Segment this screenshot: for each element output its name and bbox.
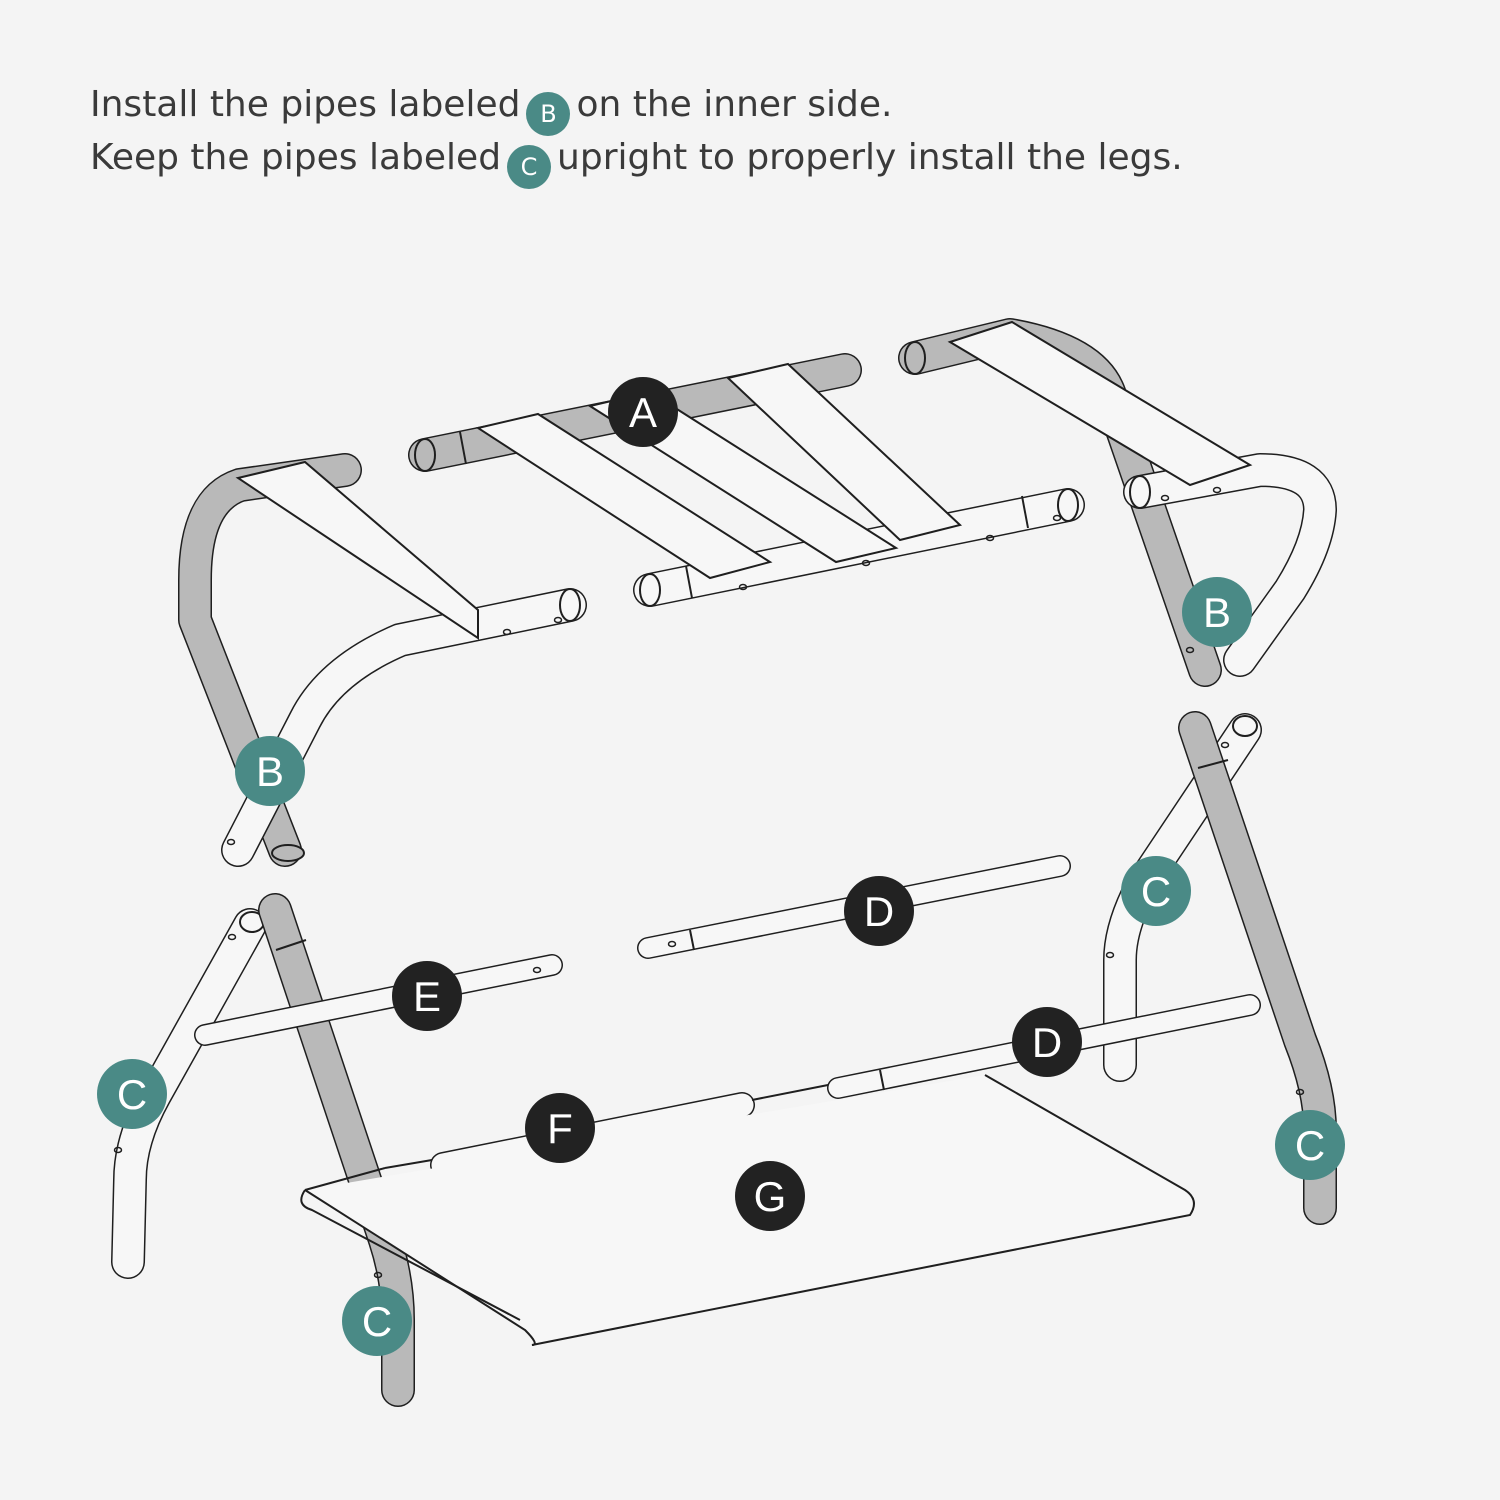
svg-text:A: A	[629, 389, 657, 436]
label-c-right-front: C	[1121, 856, 1191, 926]
svg-text:C: C	[1141, 868, 1171, 915]
label-c-right-back: C	[1275, 1110, 1345, 1180]
instruction-2-before: Keep the pipes labeled	[90, 137, 502, 178]
part-e-rod	[194, 954, 563, 1046]
label-c-left-back: C	[342, 1286, 412, 1356]
svg-text:C: C	[362, 1298, 392, 1345]
svg-text:E: E	[413, 973, 441, 1020]
svg-text:C: C	[1295, 1122, 1325, 1169]
part-a-top-frame	[408, 353, 1085, 607]
label-d-lower: D	[1012, 1007, 1082, 1077]
label-b-right: B	[1182, 577, 1252, 647]
part-labels: A B B C C C C D D E F G	[97, 377, 1345, 1356]
svg-text:D: D	[864, 888, 894, 935]
svg-text:C: C	[117, 1071, 147, 1118]
instruction-1-after: on the inner side.	[576, 84, 893, 125]
label-d-upper: D	[844, 876, 914, 946]
label-a: A	[608, 377, 678, 447]
svg-text:F: F	[547, 1105, 573, 1152]
svg-text:D: D	[1032, 1019, 1062, 1066]
badge-c-inline: C	[507, 145, 552, 189]
instruction-2-after: upright to properly install the legs.	[557, 137, 1183, 178]
label-c-left-front: C	[97, 1059, 167, 1129]
label-f: F	[525, 1093, 595, 1163]
part-b-right-frame	[898, 318, 1337, 687]
svg-text:B: B	[256, 748, 284, 795]
part-b-left-frame	[178, 453, 587, 867]
label-b-left: B	[235, 736, 305, 806]
instruction-1-before: Install the pipes labeled	[90, 84, 521, 125]
svg-text:G: G	[754, 1173, 787, 1220]
label-e: E	[392, 961, 462, 1031]
badge-b-inline: B	[526, 92, 571, 136]
svg-text:B: B	[1203, 589, 1231, 636]
label-g: G	[735, 1161, 805, 1231]
